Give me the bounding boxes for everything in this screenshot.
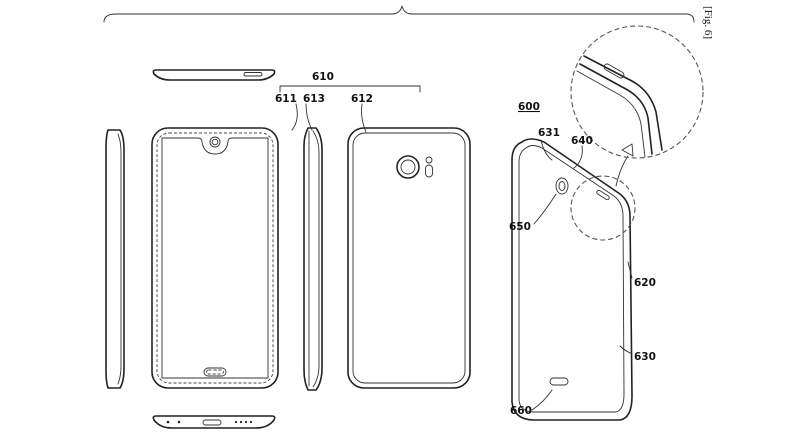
figure-label: [Fig. 6] xyxy=(702,6,714,39)
bottom-edge-view xyxy=(152,415,276,429)
label-611: 611 xyxy=(275,93,297,105)
detail-marker-small xyxy=(570,175,636,241)
detail-enlarged xyxy=(576,55,663,158)
perspective-view xyxy=(511,138,633,421)
front-view xyxy=(151,127,279,389)
label-660: 660 xyxy=(510,405,532,417)
label-640: 640 xyxy=(571,135,593,147)
top-brace xyxy=(103,5,695,23)
label-600: 600 xyxy=(518,101,540,113)
detail-circle xyxy=(570,25,704,159)
leader-lines xyxy=(291,103,633,411)
label-613: 613 xyxy=(303,93,325,105)
label-630: 630 xyxy=(634,351,656,363)
rear-view xyxy=(347,127,471,389)
detail-arrow xyxy=(615,143,634,187)
label-650: 650 xyxy=(509,221,531,233)
label-610: 610 xyxy=(312,71,334,83)
bracket-610 xyxy=(279,85,421,93)
label-631: 631 xyxy=(538,127,560,139)
left-side-view xyxy=(105,129,125,389)
top-edge-view xyxy=(152,69,276,81)
right-side-view xyxy=(303,127,323,391)
label-612: 612 xyxy=(351,93,373,105)
label-620: 620 xyxy=(634,277,656,289)
